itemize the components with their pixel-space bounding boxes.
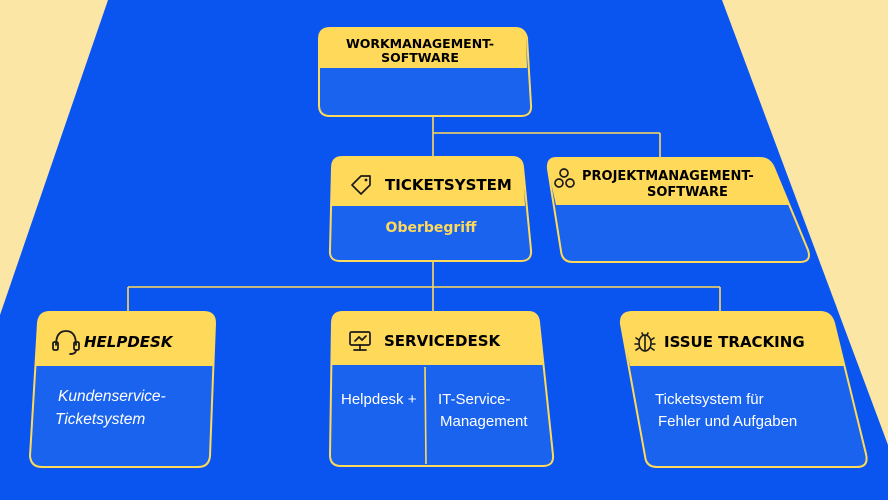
node-projektmanagement-title-line1: PROJEKTMANAGEMENT- [582,169,754,184]
node-servicedesk-header [332,312,543,365]
node-issuetracking-title: ISSUE TRACKING [664,333,805,351]
node-helpdesk: HELPDESK Kundenservice- Ticketsystem [28,311,217,468]
node-servicedesk-right-line2: Management [440,413,528,430]
node-issuetracking: ISSUE TRACKING Ticketsystem für Fehler u… [619,311,868,468]
node-ticketsystem-title: TICKETSYSTEM [385,176,512,194]
bug-icon [634,332,656,352]
node-workmanagement-header [319,28,527,68]
node-ticketsystem: TICKETSYSTEM Oberbegriff [328,156,533,262]
node-issuetracking-desc-line1: Ticketsystem für [655,391,764,408]
headset-icon [52,330,80,355]
monitor-icon [349,331,371,351]
node-projektmanagement: PROJEKTMANAGEMENT- SOFTWARE [546,157,810,263]
node-helpdesk-title: HELPDESK [84,333,174,351]
node-workmanagement-title-line1: WORKMANAGEMENT- [346,36,494,51]
node-ticketsystem-subtitle: Oberbegriff [386,220,478,236]
node-servicedesk-left-text: Helpdesk + [341,391,417,408]
node-workmanagement: WORKMANAGEMENT- SOFTWARE [318,27,533,117]
tag-icon [351,175,371,195]
circles-icon [554,168,575,188]
node-projektmanagement-header [547,158,789,205]
node-workmanagement-title-line2: SOFTWARE [381,50,459,65]
node-helpdesk-desc-line2: Ticketsystem [55,411,145,428]
node-servicedesk-divider [424,366,427,465]
node-servicedesk-right-line1: IT-Service- [438,391,511,408]
connectors [127,115,721,312]
node-issuetracking-header [620,312,844,366]
node-ticketsystem-header [331,157,525,206]
node-issuetracking-desc-line2: Fehler und Aufgaben [658,413,797,430]
node-helpdesk-desc-line1: Kundenservice- [58,388,166,405]
node-servicedesk-title: SERVICEDESK [384,332,502,350]
node-servicedesk: SERVICEDESK Helpdesk + IT-Service- Manag… [328,311,555,467]
node-helpdesk-header [35,312,215,366]
node-projektmanagement-title-line2: SOFTWARE [647,185,728,200]
